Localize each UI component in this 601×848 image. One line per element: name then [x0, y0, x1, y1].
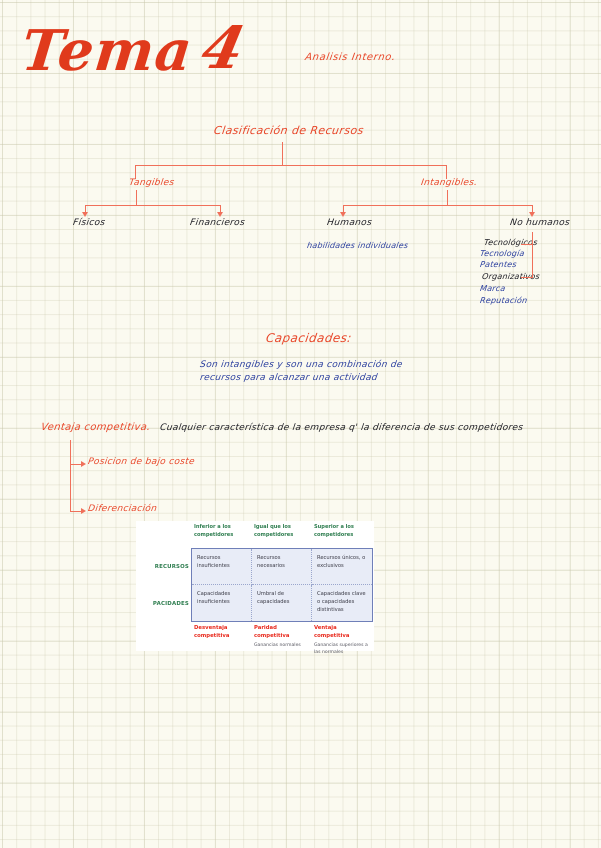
tree-connector-no-humanos-drop	[532, 205, 534, 214]
humanos-note: habilidades individuales	[306, 241, 409, 250]
tree-connector-root-stem	[282, 142, 284, 166]
tree-connector-humanos-drop	[343, 205, 345, 214]
tree-connector-intangibles-bus	[343, 205, 533, 207]
tree-connector-tangibles-drop	[135, 165, 137, 179]
page-subtitle: Analisis Interno.	[304, 52, 397, 63]
matrix-column-header-inferior: Inferior a los competidores	[194, 524, 234, 538]
ventaja-heading: Ventaja competitiva.	[40, 422, 152, 433]
ventaja-bullet1-arrow	[81, 461, 86, 467]
tree-connector-fisicos-drop	[85, 205, 87, 214]
tree-connector-financieros-drop	[220, 205, 222, 214]
no-humanos-bracket-vertical	[532, 232, 534, 278]
no-humanos-item-patentes: Patentes	[479, 260, 518, 269]
matrix-cell-recursos-igual: Recursos necesarios	[252, 549, 312, 585]
matrix-column-headers: Inferior a los competidores Igual que lo…	[191, 524, 373, 539]
matrix-footer-desventaja: Desventaja competitiva	[191, 625, 251, 657]
competitive-advantage-matrix: Inferior a los competidores Igual que lo…	[136, 521, 374, 655]
no-humanos-item-tecnologia: Tecnología	[479, 249, 526, 258]
matrix-cell-capacidades-igual: Umbral de capacidades	[252, 585, 312, 621]
tree-arrow-financieros	[217, 212, 224, 217]
matrix-grid: Recursos insuficientes Recursos necesari…	[191, 548, 373, 622]
ventaja-bracket-vertical	[70, 440, 72, 512]
tree-connector-level1-bus	[135, 165, 447, 167]
matrix-row-label-capacidades: PACIDADES	[152, 600, 189, 607]
ventaja-bullet2-connector	[70, 511, 82, 513]
matrix-footer-ventaja-note: Ganancias superiores a las normales	[314, 642, 368, 655]
ventaja-definition: Cualquier característica de la empresa q…	[159, 423, 524, 433]
tree-connector-intangibles-drop	[446, 165, 448, 179]
ventaja-bullet-1: Posicion de bajo coste	[87, 457, 196, 467]
matrix-cell-capacidades-inferior: Capacidades insuficientes	[192, 585, 252, 621]
no-humanos-item-marca: Marca	[479, 284, 507, 293]
no-humanos-item-reputacion: Reputación	[479, 296, 528, 305]
capacidades-line-1: Son intangibles y son una combinación de	[199, 360, 404, 370]
tree-arrow-humanos	[340, 212, 347, 217]
capacidades-line-2: recursos para alcanzar una actividad	[199, 373, 379, 383]
tree-connector-intangibles-stem	[447, 190, 449, 206]
matrix-footer-paridad-label: Paridad competitiva	[254, 625, 290, 639]
matrix-footer-ventaja-label: Ventaja competitiva	[314, 625, 350, 639]
matrix-footer-paridad: Paridad competitiva Ganancias normales	[251, 625, 311, 657]
tree-node-fisicos: Físicos	[72, 218, 106, 228]
matrix-footer-ventaja: Ventaja competitiva Ganancias superiores…	[311, 625, 371, 657]
tree-root-label: Clasificación de Recursos	[213, 124, 365, 137]
tree-node-financieros: Financieros	[189, 218, 246, 228]
matrix-footer-paridad-note: Ganancias normales	[254, 642, 301, 648]
ventaja-bullet1-connector	[70, 464, 82, 466]
tree-arrow-fisicos	[82, 212, 89, 217]
no-humanos-item-tecnologicos: Tecnológicos	[483, 238, 539, 247]
ventaja-bullet2-arrow	[81, 508, 86, 514]
page-title: Tema	[18, 18, 196, 84]
page-title-number: 4	[195, 14, 251, 82]
no-humanos-bracket-organizativos	[521, 277, 533, 279]
matrix-footer: Desventaja competitiva Paridad competiti…	[191, 625, 373, 657]
no-humanos-bracket-tecnologicos	[521, 244, 533, 246]
tree-node-tangibles: Tangibles	[128, 178, 175, 188]
tree-arrow-no-humanos	[529, 212, 536, 217]
matrix-cell-capacidades-superior: Capacidades clave o capacidades distinti…	[317, 591, 366, 614]
tree-connector-tangibles-bus	[85, 205, 221, 207]
matrix-column-header-igual: Igual que los competidores	[254, 524, 294, 538]
tree-node-intangibles: Intangibles.	[420, 178, 479, 188]
matrix-column-header-superior: Superior a los competidores	[314, 524, 354, 538]
ventaja-bullet-2: Diferenciación	[87, 504, 158, 514]
matrix-cell-recursos-inferior: Recursos insuficientes	[192, 549, 252, 585]
tree-node-humanos: Humanos	[326, 218, 373, 228]
matrix-row-labels: RECURSOS PACIDADES	[136, 548, 192, 622]
matrix-footer-desventaja-label: Desventaja competitiva	[194, 625, 230, 639]
capacidades-heading: Capacidades:	[265, 331, 353, 345]
tree-connector-tangibles-stem	[136, 190, 138, 206]
tree-node-no-humanos: No humanos	[509, 218, 571, 228]
matrix-cell-recursos-superior: Recursos únicos, o exclusivos	[312, 549, 372, 585]
matrix-row-label-recursos: RECURSOS	[154, 563, 189, 570]
